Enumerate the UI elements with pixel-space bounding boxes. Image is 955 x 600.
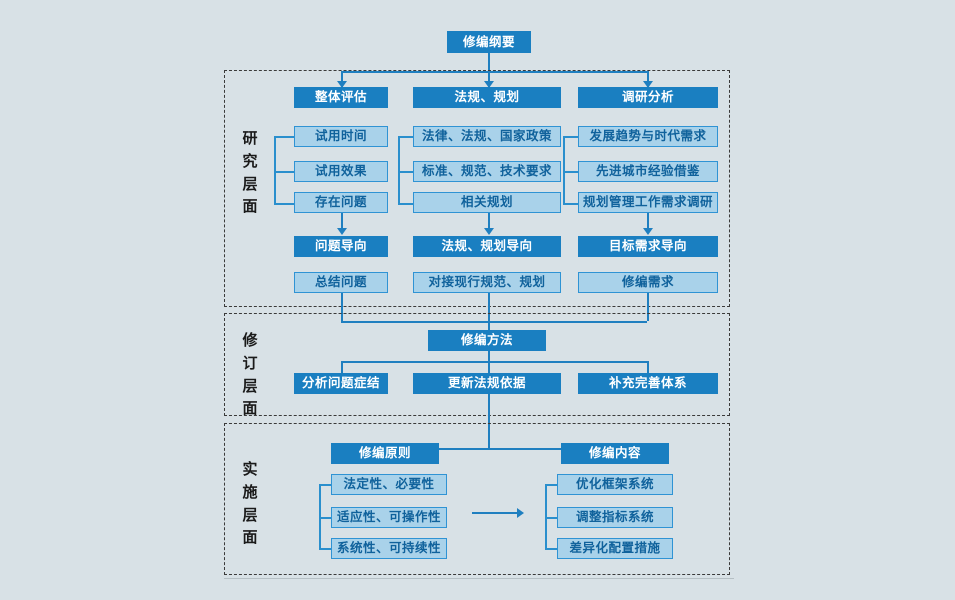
node-fagui-guihua[interactable]: 法规、规划 bbox=[413, 87, 561, 108]
connector-col1-to-orientation bbox=[341, 213, 343, 230]
node-shiyong-shijian[interactable]: 试用时间 bbox=[294, 126, 388, 147]
arrowhead-to-col2 bbox=[484, 81, 494, 88]
bracket-col1-arm1 bbox=[274, 136, 294, 138]
bracket-col3-arm1 bbox=[563, 136, 578, 138]
node-gengxin-fagui-yiju[interactable]: 更新法规依据 bbox=[413, 373, 561, 394]
connector-title-spread bbox=[341, 71, 647, 73]
connector-title-to-col1 bbox=[341, 71, 343, 87]
bracket-principles-arm2 bbox=[319, 517, 331, 519]
arrowhead-col3-orientation bbox=[643, 228, 653, 235]
node-xiubian-fangfa[interactable]: 修编方法 bbox=[428, 330, 546, 351]
bracket-col3-arm2 bbox=[563, 171, 578, 173]
bracket-col3-spine bbox=[563, 136, 565, 203]
node-chayihua-peizhi-cuoshi[interactable]: 差异化配置措施 bbox=[557, 538, 673, 559]
arrowhead-to-col3 bbox=[643, 81, 653, 88]
arrowhead-principles-to-contents bbox=[517, 508, 524, 518]
node-biaozhun-guifan-jishu-yaoqiu[interactable]: 标准、规范、技术要求 bbox=[413, 161, 561, 182]
node-xiubian-yuanze[interactable]: 修编原则 bbox=[331, 443, 439, 464]
bracket-col1-arm2 bbox=[274, 171, 294, 173]
connector-col2-to-orientation bbox=[488, 213, 490, 230]
layer-frame-implementation bbox=[224, 423, 730, 575]
arrowhead-col2-orientation bbox=[484, 228, 494, 235]
node-cunzai-wenti[interactable]: 存在问题 bbox=[294, 192, 388, 213]
node-xitongxing-kechixuxing[interactable]: 系统性、可持续性 bbox=[331, 538, 447, 559]
node-diaoyan-fenxi[interactable]: 调研分析 bbox=[578, 87, 718, 108]
layer-frame-research bbox=[224, 70, 730, 307]
connector-implementation-spread bbox=[383, 448, 615, 450]
connector-method-to-item3 bbox=[647, 361, 649, 373]
node-xiubian-neirong[interactable]: 修编内容 bbox=[561, 443, 669, 464]
layer-title-research: 研究层面 bbox=[242, 129, 258, 216]
connector-title-trunk bbox=[488, 53, 490, 71]
node-fazhan-qushi-yu-shidai-xuqiu[interactable]: 发展趋势与时代需求 bbox=[578, 126, 718, 147]
bracket-col1-spine bbox=[274, 136, 276, 203]
node-guihua-guanli-gongzuo-xuqiu-diaoyan[interactable]: 规划管理工作需求调研 bbox=[578, 192, 718, 213]
bracket-contents-arm1 bbox=[545, 484, 557, 486]
connector-method-to-item1 bbox=[341, 361, 343, 373]
node-tiaozheng-zhibiao-xitong[interactable]: 调整指标系统 bbox=[557, 507, 673, 528]
node-shiyong-xiaoguo[interactable]: 试用效果 bbox=[294, 161, 388, 182]
node-shiyingxing-kecaozuoxing[interactable]: 适应性、可操作性 bbox=[331, 507, 447, 528]
node-zongjie-wenti[interactable]: 总结问题 bbox=[294, 272, 388, 293]
bracket-contents-arm3 bbox=[545, 548, 557, 550]
layer-frame-revision bbox=[224, 313, 730, 416]
node-fadingxing-biyaoxing[interactable]: 法定性、必要性 bbox=[331, 474, 447, 495]
bracket-principles-spine bbox=[319, 484, 321, 548]
bracket-col1-arm3 bbox=[274, 203, 294, 205]
connector-title-to-col2 bbox=[488, 71, 490, 87]
connector-principles-to-contents bbox=[472, 512, 517, 514]
arrowhead-col1-orientation bbox=[337, 228, 347, 235]
connector-revision-to-implementation bbox=[488, 394, 490, 448]
node-mubiao-xuqiu-daoxiang[interactable]: 目标需求导向 bbox=[578, 236, 718, 257]
connector-method-trunk bbox=[488, 351, 490, 361]
layer-title-revision: 修订层面 bbox=[242, 331, 258, 418]
node-buchong-wanshan-tixi[interactable]: 补充完善体系 bbox=[578, 373, 718, 394]
node-xianjin-chengshi-jingyan-jiejian[interactable]: 先进城市经验借鉴 bbox=[578, 161, 718, 182]
node-wenti-daoxiang[interactable]: 问题导向 bbox=[294, 236, 388, 257]
bracket-col2-arm3 bbox=[398, 203, 413, 205]
connector-outcomes-merge bbox=[341, 321, 647, 323]
node-fenxi-wenti-zhengjie[interactable]: 分析问题症结 bbox=[294, 373, 388, 394]
node-xiubian-gangyao[interactable]: 修编纲要 bbox=[447, 31, 531, 53]
bracket-contents-spine bbox=[545, 484, 547, 548]
bracket-principles-arm3 bbox=[319, 548, 331, 550]
node-duijie-xianxing-guifan-guihua[interactable]: 对接现行规范、规划 bbox=[413, 272, 561, 293]
bracket-col2-arm1 bbox=[398, 136, 413, 138]
node-xiubian-xuqiu[interactable]: 修编需求 bbox=[578, 272, 718, 293]
layer-title-implementation: 实施层面 bbox=[242, 460, 258, 547]
connector-merge-to-method bbox=[488, 321, 490, 330]
connector-title-to-col3 bbox=[647, 71, 649, 87]
connector-outcome2-down bbox=[488, 293, 490, 321]
connector-method-to-item2 bbox=[488, 361, 490, 373]
connector-outcome1-down bbox=[341, 293, 343, 321]
bracket-contents-arm2 bbox=[545, 517, 557, 519]
bracket-col3-arm3 bbox=[563, 203, 578, 205]
bottom-rule bbox=[224, 578, 734, 579]
node-xiangguan-guihua[interactable]: 相关规划 bbox=[413, 192, 561, 213]
node-zhengti-pinggu[interactable]: 整体评估 bbox=[294, 87, 388, 108]
connector-outcome3-down bbox=[647, 293, 649, 321]
connector-col3-to-orientation bbox=[647, 213, 649, 230]
node-falv-fagui-guojia-zhengce[interactable]: 法律、法规、国家政策 bbox=[413, 126, 561, 147]
node-youhua-kuangjia-xitong[interactable]: 优化框架系统 bbox=[557, 474, 673, 495]
node-fagui-guihua-daoxiang[interactable]: 法规、规划导向 bbox=[413, 236, 561, 257]
bracket-col2-spine bbox=[398, 136, 400, 203]
bracket-col2-arm2 bbox=[398, 171, 413, 173]
bracket-principles-arm1 bbox=[319, 484, 331, 486]
arrowhead-to-col1 bbox=[337, 81, 347, 88]
connector-method-spread bbox=[341, 361, 647, 363]
